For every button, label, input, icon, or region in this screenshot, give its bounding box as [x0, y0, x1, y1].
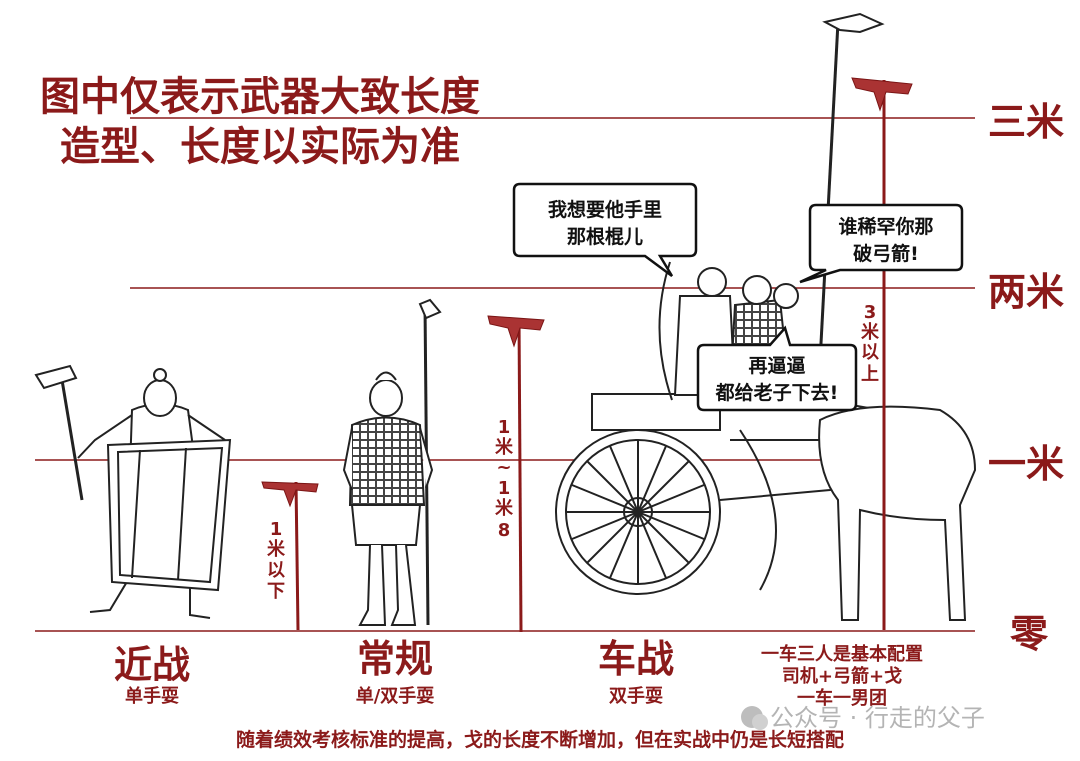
- speech-bubble-bottom: 再逼逼 都给老子下去!: [696, 325, 858, 412]
- scale-label-two-m: 两米: [988, 270, 1064, 314]
- medium-ge-weapon: [487, 315, 545, 633]
- chariot-notes: 一车三人是基本配置 司机+弓箭+戈 一车一男团: [761, 643, 923, 709]
- title-line-2: 造型、长度以实际为准: [60, 124, 460, 170]
- speech-bubble-right-line-2: 破弓箭!: [853, 242, 919, 265]
- category-regular-title: 常规: [357, 637, 433, 681]
- footer-text: 随着绩效考核标准的提高，戈的长度不断增加，但在实战中仍是长短搭配: [236, 728, 844, 751]
- long-ge-weapon: [851, 77, 913, 630]
- length-char: 以: [267, 560, 285, 581]
- length-label-1m-to-1m8: 1 米 ~ 1 米 8: [495, 417, 514, 541]
- length-char: 以: [861, 342, 879, 363]
- category-chariot-subtitle: 双手耍: [609, 685, 663, 707]
- short-ge-weapon: [261, 481, 319, 631]
- chariot-note-line-2: 司机+弓箭+戈: [782, 665, 902, 687]
- length-char: 米: [267, 538, 286, 560]
- scale-label-zero: 零: [1010, 612, 1049, 656]
- regular-soldier-illustration: [342, 298, 442, 626]
- chariot-note-line-3: 一车一男团: [797, 687, 887, 709]
- chariot-note-line-1: 一车三人是基本配置: [761, 643, 923, 665]
- length-char: 米: [495, 436, 514, 458]
- speech-bubble-right-line-1: 谁稀罕你那: [838, 215, 933, 238]
- length-char: 3: [864, 302, 877, 323]
- watermark: 公众号 · 行走的父子: [741, 704, 985, 732]
- length-char: 1: [498, 417, 511, 438]
- scale-label-one-m: 一米: [988, 442, 1064, 486]
- length-char: ~: [496, 457, 511, 478]
- speech-bubble-left-line-2: 那根棍儿: [567, 225, 643, 248]
- scale-label-three-m: 三米: [988, 100, 1064, 144]
- length-char: 上: [861, 364, 879, 385]
- category-melee-subtitle: 单手耍: [125, 685, 179, 707]
- chariot-illustration: [555, 261, 977, 621]
- speech-bubble-left: 我想要他手里 那根棍儿: [512, 182, 698, 278]
- length-char: 1: [270, 519, 283, 540]
- length-char: 米: [495, 497, 514, 519]
- title-line-1: 图中仅表示武器大致长度: [40, 74, 480, 120]
- watermark-text: 公众号 · 行走的父子: [770, 704, 985, 732]
- speech-bubble-bottom-line-1: 再逼逼: [748, 355, 805, 377]
- category-regular-subtitle: 单/双手耍: [356, 685, 435, 707]
- category-chariot-title: 车战: [598, 637, 674, 681]
- melee-warrior-illustration: [34, 364, 232, 619]
- length-char: 米: [861, 321, 880, 343]
- length-char: 下: [267, 581, 285, 602]
- speech-bubble-right: 谁稀罕你那 破弓箭!: [799, 203, 964, 284]
- length-label-over-3m: 3 米 以 上: [861, 302, 880, 385]
- length-char: 8: [498, 520, 511, 541]
- speech-bubble-bottom-line-2: 都给老子下去!: [715, 381, 839, 404]
- length-label-under-1m: 1 米 以 下: [267, 519, 286, 602]
- speech-bubble-left-line-1: 我想要他手里: [548, 198, 662, 221]
- category-melee-title: 近战: [114, 643, 190, 687]
- length-char: 1: [498, 478, 511, 499]
